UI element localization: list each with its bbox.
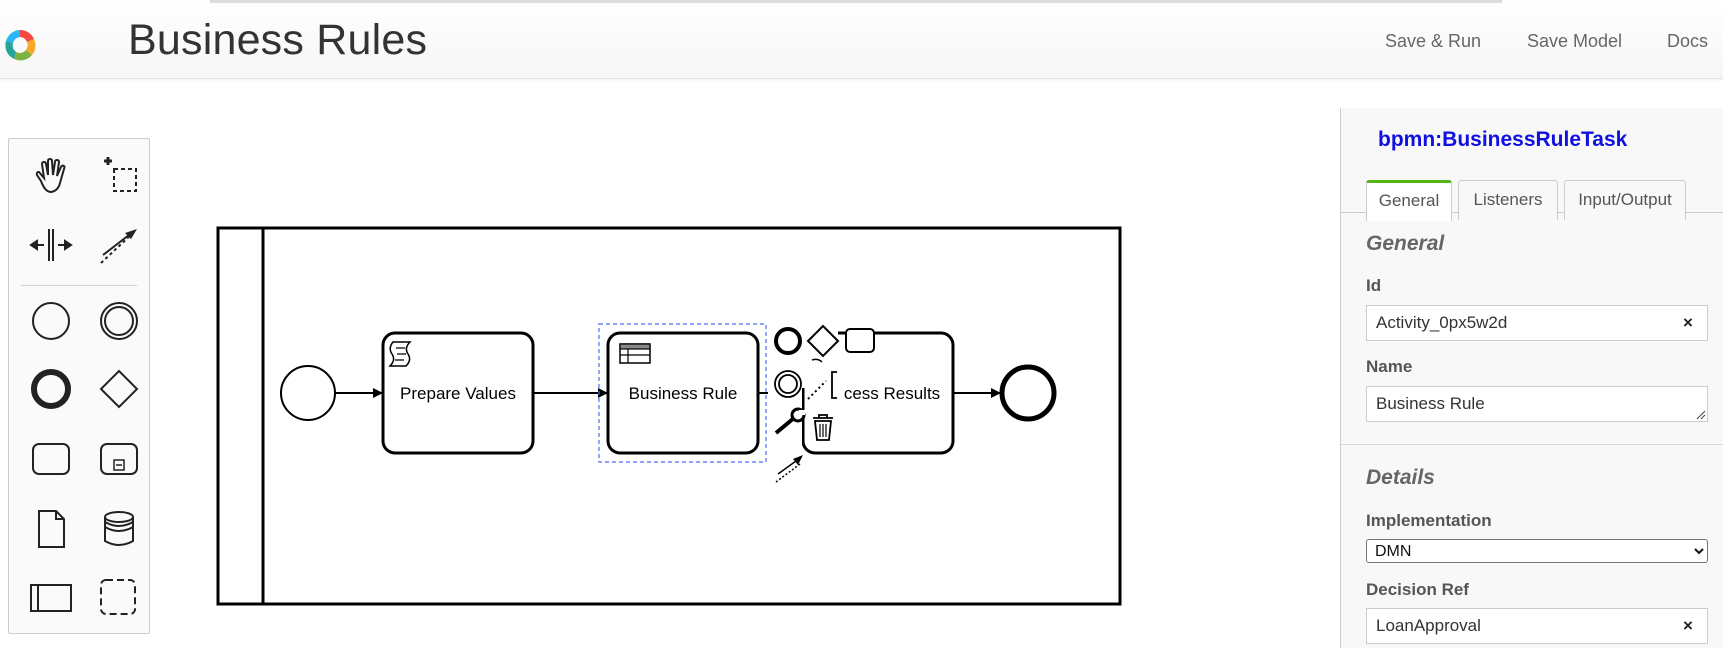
participant-pool-icon[interactable] bbox=[27, 573, 75, 621]
global-connect-icon[interactable] bbox=[95, 221, 143, 269]
tab-general[interactable]: General bbox=[1366, 180, 1452, 221]
palette-separator bbox=[21, 285, 137, 286]
space-tool-icon[interactable] bbox=[27, 221, 75, 269]
group-icon[interactable] bbox=[95, 573, 143, 621]
hand-tool-icon[interactable] bbox=[27, 153, 75, 201]
task-label: Business Rule bbox=[629, 384, 738, 403]
append-end-event-icon[interactable] bbox=[774, 327, 802, 355]
app-header: Business Rules Save & Run Save Model Doc… bbox=[0, 0, 1723, 79]
save-model-link[interactable]: Save Model bbox=[1527, 31, 1623, 51]
app-logo-icon bbox=[5, 29, 36, 61]
business-rule-table-icon bbox=[619, 343, 651, 364]
wrench-icon[interactable] bbox=[774, 407, 806, 435]
resize-grip-icon[interactable] bbox=[1696, 410, 1706, 420]
append-task-icon[interactable] bbox=[845, 328, 875, 353]
clear-decision-ref-icon[interactable]: × bbox=[1683, 616, 1693, 635]
bpmn-canvas[interactable]: Prepare Values Business Rule cess Result… bbox=[0, 80, 1340, 648]
id-field[interactable]: Activity_0px5w2d bbox=[1366, 305, 1708, 341]
data-store-icon[interactable] bbox=[95, 505, 143, 553]
name-textarea[interactable]: Business Rule bbox=[1366, 386, 1708, 422]
top-divider bbox=[210, 0, 1502, 3]
clear-id-icon[interactable]: × bbox=[1683, 313, 1693, 332]
append-intermediate-event-icon[interactable] bbox=[774, 370, 802, 398]
id-label: Id bbox=[1366, 276, 1382, 295]
implementation-label: Implementation bbox=[1366, 511, 1492, 530]
tool-palette bbox=[8, 138, 150, 634]
tab-input-output[interactable]: Input/Output bbox=[1564, 180, 1686, 220]
properties-tabs: General Listeners Input/Output bbox=[1341, 172, 1723, 221]
append-gateway-icon[interactable] bbox=[806, 324, 840, 358]
lasso-tool-icon[interactable] bbox=[95, 153, 143, 201]
group-general-title: General bbox=[1366, 232, 1445, 255]
script-icon bbox=[388, 341, 412, 367]
name-label: Name bbox=[1366, 357, 1413, 376]
task-icon[interactable] bbox=[27, 435, 75, 483]
decision-ref-field[interactable]: LoanApproval bbox=[1366, 608, 1708, 644]
page-title: Business Rules bbox=[128, 16, 428, 64]
selection-outline bbox=[598, 323, 767, 463]
group-separator bbox=[1341, 444, 1723, 445]
text-annotation-icon[interactable] bbox=[807, 371, 837, 400]
start-event-icon[interactable] bbox=[27, 297, 75, 345]
task-label: cess Results bbox=[844, 384, 940, 403]
decision-ref-label: Decision Ref bbox=[1366, 580, 1469, 599]
save-run-link[interactable]: Save & Run bbox=[1385, 31, 1482, 51]
business-rule-task[interactable]: Business Rule bbox=[598, 323, 767, 463]
intermediate-event-icon[interactable] bbox=[95, 297, 143, 345]
data-object-icon[interactable] bbox=[27, 505, 75, 553]
context-pad bbox=[768, 324, 875, 483]
docs-link[interactable]: Docs bbox=[1667, 31, 1709, 51]
task[interactable]: cess Results bbox=[801, 331, 955, 455]
properties-panel: bpmn:BusinessRuleTask General Listeners … bbox=[1340, 108, 1723, 648]
script-task[interactable]: Prepare Values bbox=[381, 331, 535, 455]
start-event[interactable] bbox=[280, 365, 336, 421]
gateway-icon[interactable] bbox=[95, 365, 143, 413]
tab-listeners[interactable]: Listeners bbox=[1458, 180, 1558, 220]
task-label: Prepare Values bbox=[400, 384, 516, 403]
subprocess-icon[interactable] bbox=[95, 435, 143, 483]
group-details-title: Details bbox=[1366, 466, 1435, 489]
connect-icon[interactable] bbox=[775, 455, 803, 483]
element-type-title: bpmn:BusinessRuleTask bbox=[1378, 128, 1628, 151]
end-event-icon[interactable] bbox=[27, 365, 75, 413]
end-event[interactable] bbox=[999, 364, 1057, 422]
implementation-select[interactable]: DMN bbox=[1366, 539, 1708, 563]
trash-icon[interactable] bbox=[813, 414, 833, 441]
